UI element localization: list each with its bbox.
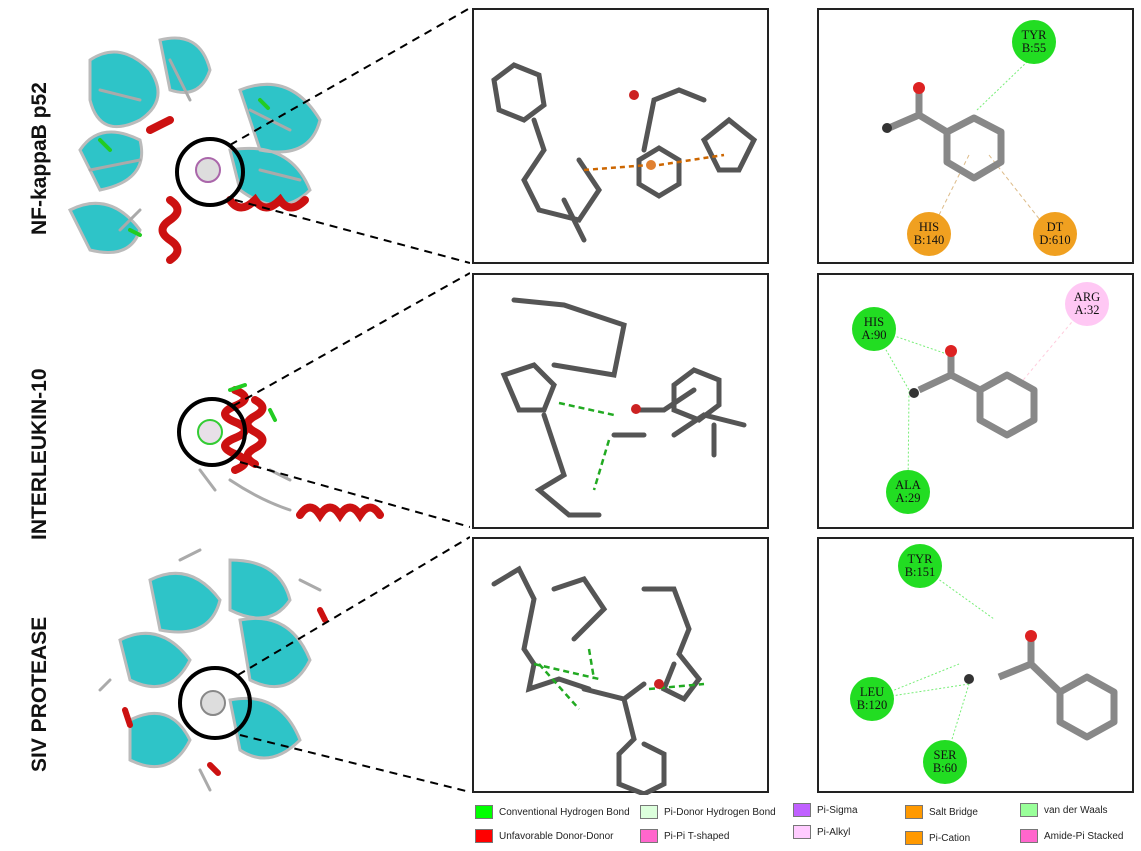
ligand-2d-nfkb <box>882 59 1045 226</box>
binding-site-circles <box>175 137 252 740</box>
legend-swatch <box>793 825 811 839</box>
legend-item: Salt Bridge <box>905 805 978 819</box>
legend-item: Conventional Hydrogen Bond <box>475 805 630 819</box>
legend-label: Pi-Alkyl <box>817 826 851 838</box>
binding-site-ligands <box>195 157 226 716</box>
legend-swatch <box>1020 829 1038 843</box>
legend-swatch <box>475 829 493 843</box>
legend-label: Pi-Donor Hydrogen Bond <box>664 806 776 818</box>
residue-chain: B:151 <box>904 565 936 579</box>
legend-swatch <box>640 829 658 843</box>
residue-name: TYR <box>907 552 933 566</box>
legend-item: Pi-Pi T-shaped <box>640 829 729 843</box>
legend-label: Pi-Cation <box>929 832 971 844</box>
residue-name: LEU <box>859 685 885 699</box>
ligand-2d-il10 <box>873 303 1088 493</box>
legend-swatch <box>905 805 923 819</box>
legend-swatch <box>475 805 493 819</box>
interaction-3d-siv-drawing <box>491 565 705 795</box>
residue-chain: A:90 <box>861 328 887 342</box>
residue-chain: A:29 <box>895 491 921 505</box>
residue-chain: B:140 <box>913 233 945 247</box>
residue-name: HIS <box>863 315 885 329</box>
legend-swatch <box>1020 803 1038 817</box>
legend-item: Amide-Pi Stacked <box>1020 829 1123 843</box>
legend-item: Pi-Donor Hydrogen Bond <box>640 805 776 819</box>
interaction-3d-il10 <box>472 273 769 529</box>
legend-swatch <box>793 803 811 817</box>
legend-item: Pi-Cation <box>905 831 970 845</box>
ligand-2d-siv <box>871 565 1118 763</box>
interaction-3d-siv <box>472 537 769 795</box>
residue-name: DT <box>1046 220 1064 234</box>
residue-name: HIS <box>918 220 940 234</box>
protein-nfkb <box>67 36 322 264</box>
legend-item: Pi-Sigma <box>793 803 858 817</box>
residue-chain: D:610 <box>1039 233 1071 247</box>
interaction-3d-nfkb <box>472 8 769 264</box>
legend-label: Amide-Pi Stacked <box>1044 830 1124 842</box>
zoom-lines <box>229 7 470 793</box>
legend-label: Salt Bridge <box>929 806 978 818</box>
legend-swatch <box>640 805 658 819</box>
interaction-3d-il10-drawing <box>500 297 747 518</box>
residue-chain: A:32 <box>1074 303 1100 317</box>
residue-chain: B:55 <box>1021 41 1047 55</box>
residue-name: ARG <box>1073 290 1101 304</box>
residue-name: SER <box>933 748 957 762</box>
legend-item: van der Waals <box>1020 803 1108 817</box>
protein-structures <box>67 7 470 793</box>
protein-siv <box>98 548 328 792</box>
interaction-3d-nfkb-drawing <box>491 62 758 243</box>
residue-chain: B:120 <box>856 698 888 712</box>
residue-name: TYR <box>1021 28 1047 42</box>
legend-swatch <box>905 831 923 845</box>
legend-label: van der Waals <box>1044 804 1108 816</box>
legend-label: Unfavorable Donor-Donor <box>499 830 614 842</box>
interaction-legend: Conventional Hydrogen Bond Unfavorable D… <box>475 803 1141 848</box>
legend-label: Pi-Sigma <box>817 804 858 816</box>
residue-chain: B:60 <box>932 761 958 775</box>
legend-label: Pi-Pi T-shaped <box>664 830 730 842</box>
legend-item: Unfavorable Donor-Donor <box>475 829 614 843</box>
legend-label: Conventional Hydrogen Bond <box>499 806 630 818</box>
legend-item: Pi-Alkyl <box>793 825 850 839</box>
residue-name: ALA <box>895 478 921 492</box>
